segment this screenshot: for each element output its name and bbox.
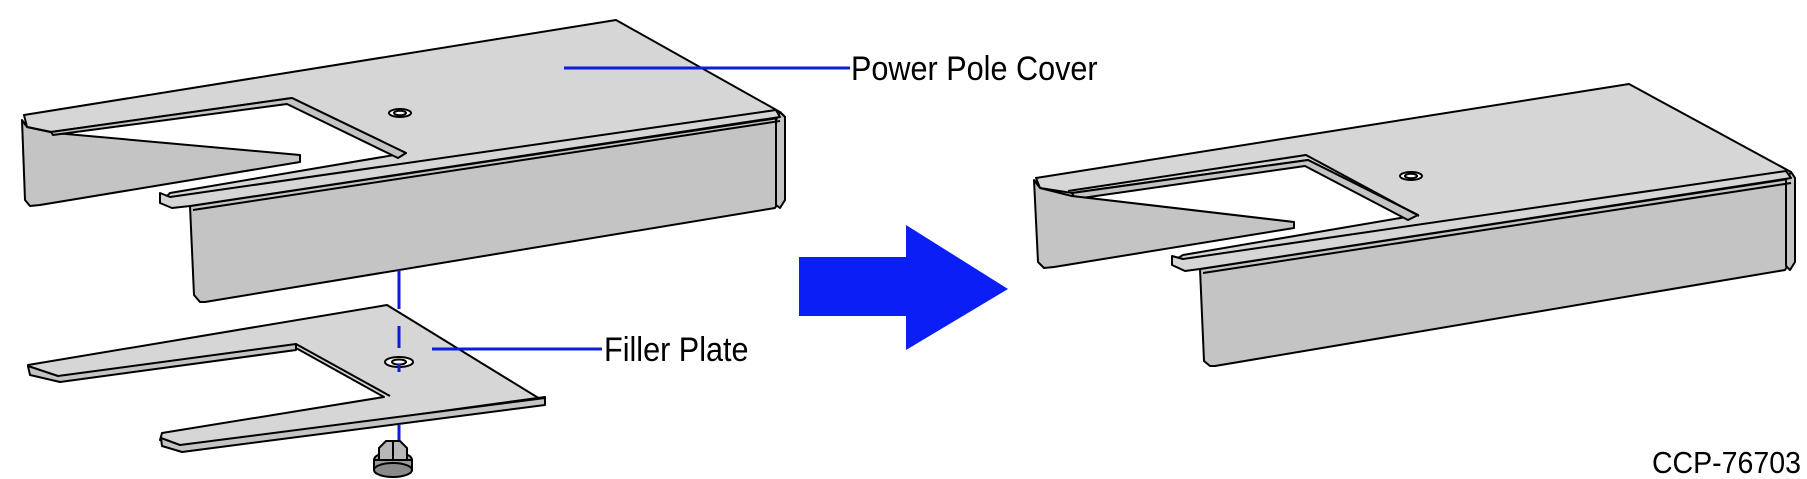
filler-plate-label: Filler Plate bbox=[604, 331, 749, 369]
assembled-cover-part bbox=[1033, 83, 1796, 367]
hex-nut-icon bbox=[373, 440, 413, 478]
figure-id-label: CCP-76703 bbox=[1651, 445, 1801, 479]
right-arrow-icon bbox=[799, 225, 1008, 350]
filler-plate-part bbox=[27, 304, 546, 453]
power-pole-cover-part bbox=[21, 19, 786, 303]
power-pole-cover-label: Power Pole Cover bbox=[851, 50, 1098, 88]
